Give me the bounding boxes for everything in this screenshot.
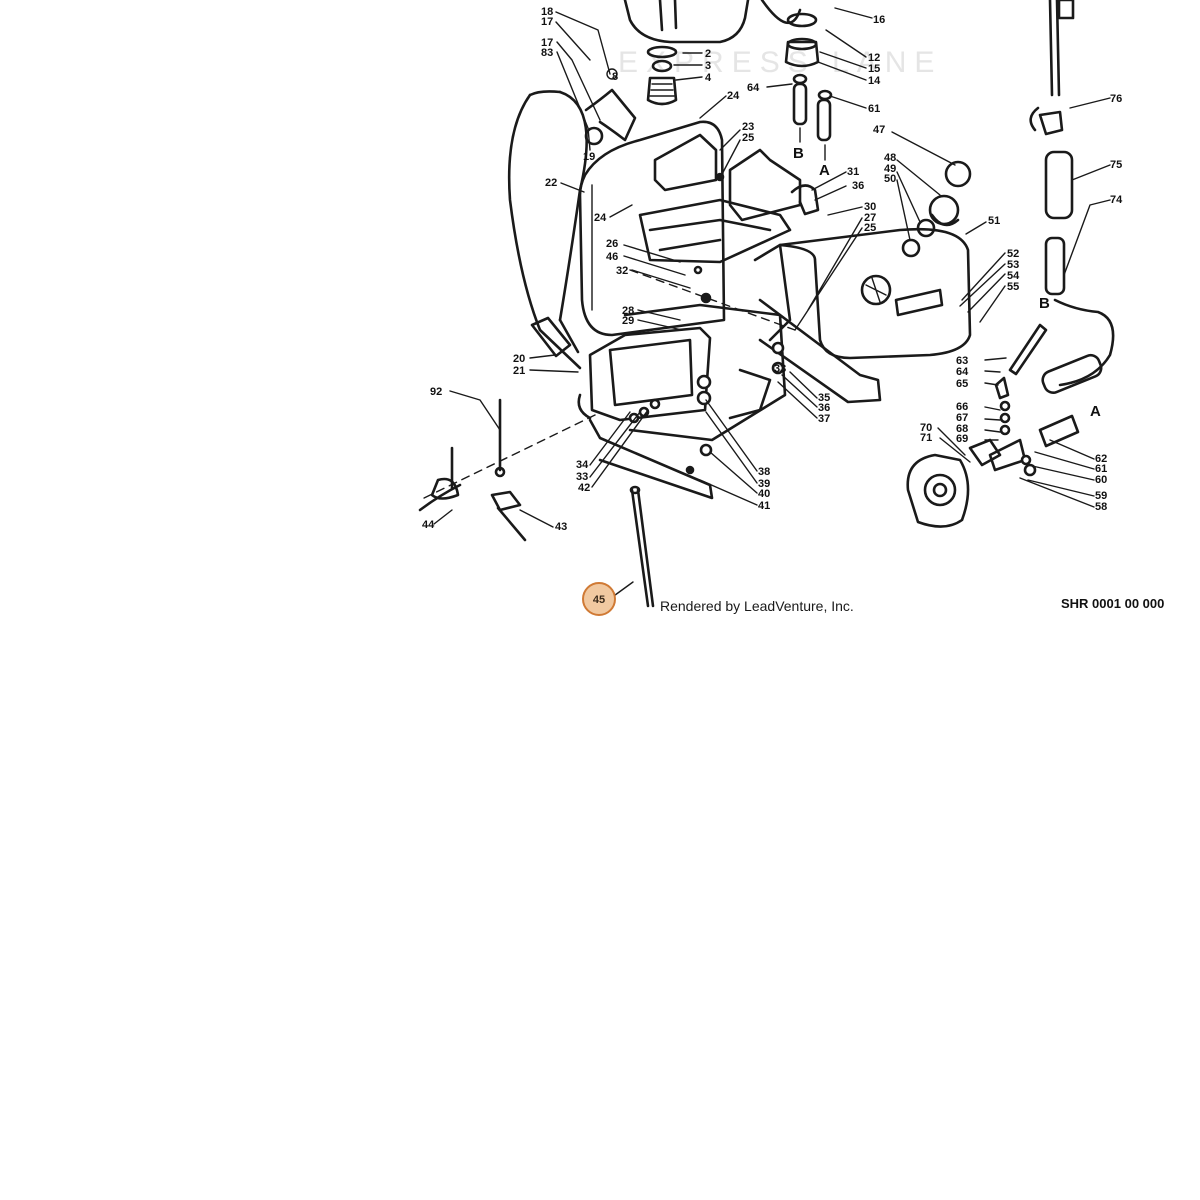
rendered-credit: Rendered by LeadVenture, Inc. (660, 598, 854, 614)
callout-33: 33 (576, 471, 588, 483)
callout-50: 50 (884, 173, 896, 185)
spray-wand (1008, 0, 1115, 448)
hose-label-b-right: B (1039, 295, 1050, 312)
base-frame (577, 292, 882, 500)
callout-76: 76 (1110, 93, 1122, 105)
callout-44: 44 (422, 519, 435, 531)
callout-52: 52 (1007, 248, 1019, 260)
callout-69: 69 (956, 433, 968, 445)
callout-37: 37 (818, 413, 830, 425)
callout-67: 67 (956, 412, 968, 424)
callout-83: 83 (541, 47, 553, 59)
pressure-lever (418, 398, 527, 542)
callout-68: 68 (956, 423, 968, 435)
callout-22: 22 (545, 177, 557, 189)
watermark-text: EXPRESS LANE (618, 46, 942, 79)
callout-36: 36 (818, 402, 830, 414)
callout-35: 35 (818, 392, 830, 404)
fill-neck-assembly (623, 0, 750, 106)
guide-line-left (419, 414, 596, 501)
callout-74: 74 (1110, 194, 1123, 206)
part-45-rod (629, 485, 655, 608)
callout-25: 25 (742, 132, 754, 144)
callout-40: 40 (758, 488, 770, 500)
frame-upper (638, 198, 792, 275)
callout-28: 28 (622, 305, 634, 317)
callout-36: 36 (852, 180, 864, 192)
callout-62: 62 (1095, 453, 1107, 465)
callout-48: 48 (884, 152, 896, 164)
callout-41: 41 (758, 500, 770, 512)
callout-19: 19 (583, 151, 595, 163)
callout-61: 61 (868, 103, 880, 115)
callout-labels: 18 17 17 83 19 8 2 3 4 16 12 15 14 64 61… (422, 6, 1123, 533)
callout-61: 61 (1095, 463, 1107, 475)
callout-33: 33 (774, 363, 786, 375)
callout-14: 14 (868, 75, 881, 87)
callout-53: 53 (1007, 259, 1019, 271)
callout-4: 4 (705, 72, 712, 84)
callout-64: 64 (747, 82, 760, 94)
callout-29: 29 (622, 315, 634, 327)
callout-34: 34 (576, 459, 589, 471)
callout-54: 54 (1007, 270, 1020, 282)
callout-63: 63 (956, 355, 968, 367)
callout-24: 24 (727, 90, 740, 102)
callout-51: 51 (988, 215, 1000, 227)
callout-55: 55 (1007, 281, 1019, 293)
callout-18: 18 (541, 6, 553, 18)
pump-assembly (906, 376, 1037, 528)
hose-label-a-top: A (819, 162, 830, 179)
callout-46: 46 (606, 251, 618, 263)
callout-70: 70 (920, 422, 932, 434)
diagram-code: SHR 0001 00 000 (1061, 596, 1164, 611)
leader-lines (433, 7, 1111, 599)
hose-label-a-right: A (1090, 403, 1101, 420)
hotspot-45[interactable]: 45 (582, 582, 616, 616)
callout-31: 31 (847, 166, 859, 178)
callout-38: 38 (758, 466, 770, 478)
callout-30: 30 (864, 201, 876, 213)
callout-60: 60 (1095, 474, 1107, 486)
callout-25: 25 (864, 222, 876, 234)
callout-59: 59 (1095, 490, 1107, 502)
callout-75: 75 (1110, 159, 1122, 171)
callout-42: 42 (578, 482, 590, 494)
callout-71: 71 (920, 432, 932, 444)
callout-27: 27 (864, 212, 876, 224)
callout-20: 20 (513, 353, 525, 365)
callout-49: 49 (884, 163, 896, 175)
callout-26: 26 (606, 238, 618, 250)
hotspot-45-label[interactable]: 45 (593, 594, 605, 606)
callout-43: 43 (555, 521, 567, 533)
callout-23: 23 (742, 121, 754, 133)
callout-58: 58 (1095, 501, 1107, 513)
callout-39: 39 (758, 478, 770, 490)
callout-65: 65 (956, 378, 968, 390)
shoulder-strap (507, 90, 588, 370)
callout-32: 32 (616, 265, 628, 277)
callout-66: 66 (956, 401, 968, 413)
guide-line-center (629, 269, 796, 331)
callout-92: 92 (430, 386, 442, 398)
strainer-assembly (760, 0, 833, 142)
callout-12: 12 (868, 52, 880, 64)
callout-2: 2 (705, 48, 711, 60)
callout-21: 21 (513, 365, 525, 377)
hose-label-b-top: B (793, 145, 804, 162)
hotspot-45-marker[interactable] (582, 582, 616, 616)
elbow-fitting (790, 184, 820, 216)
callout-47: 47 (873, 124, 885, 136)
callout-24: 24 (594, 212, 607, 224)
callout-17: 17 (541, 37, 553, 49)
callout-8: 8 (612, 71, 618, 83)
callout-64: 64 (956, 366, 969, 378)
callout-16: 16 (873, 14, 885, 26)
callout-3: 3 (705, 60, 711, 72)
callout-17: 17 (541, 16, 553, 28)
callout-15: 15 (868, 63, 880, 75)
